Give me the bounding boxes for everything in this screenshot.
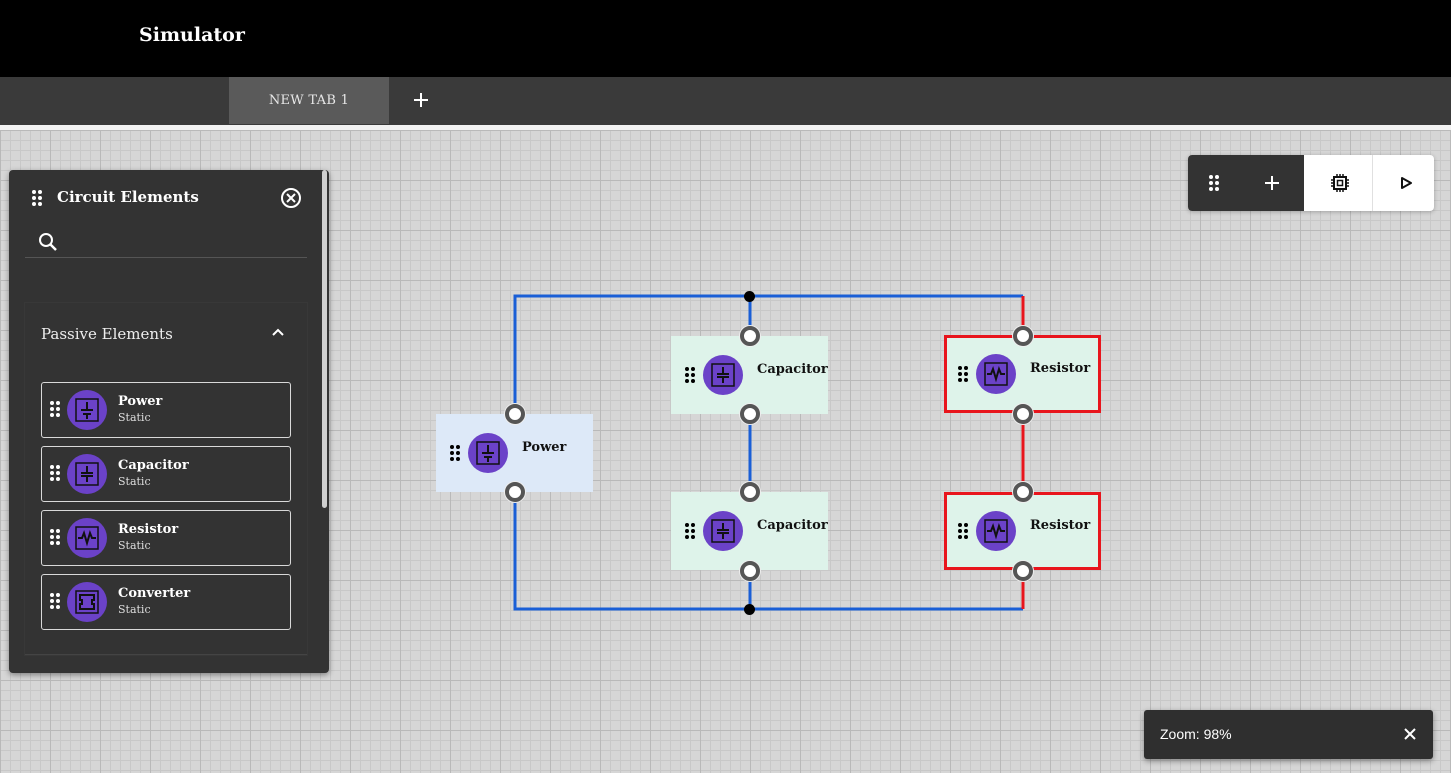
- tab-new-tab-1[interactable]: NEW TAB 1: [229, 77, 389, 124]
- passive-elements-section: Passive Elements Power Static: [25, 303, 307, 655]
- port[interactable]: [1013, 404, 1033, 424]
- circuit-node-capacitor[interactable]: Capacitor: [671, 492, 828, 570]
- play-icon: [1401, 177, 1412, 189]
- divider: [0, 125, 1451, 130]
- circuit-node-capacitor[interactable]: Capacitor: [671, 336, 828, 414]
- power-icon: [67, 390, 107, 430]
- chip-icon: [1331, 174, 1349, 192]
- section-title: Passive Elements: [41, 325, 173, 343]
- drag-handle-icon[interactable]: [685, 523, 695, 539]
- wire[interactable]: [748, 571, 1023, 611]
- search-box: [25, 228, 307, 258]
- port[interactable]: [740, 326, 760, 346]
- element-card-resistor[interactable]: Resistor Static: [41, 510, 291, 566]
- drag-handle-icon: [1209, 175, 1219, 191]
- drag-handle-icon[interactable]: [50, 465, 60, 481]
- drag-handle-icon[interactable]: [450, 445, 460, 461]
- element-name: Capacitor: [118, 458, 189, 473]
- node-label: Capacitor: [757, 518, 828, 533]
- element-subtitle: Static: [118, 603, 151, 616]
- tab-bar: NEW TAB 1: [0, 77, 1451, 125]
- add-element-button[interactable]: [1252, 155, 1292, 211]
- app-title: Simulator: [139, 24, 245, 46]
- junction-dot: [744, 604, 755, 615]
- port[interactable]: [1013, 561, 1033, 581]
- port[interactable]: [1013, 326, 1033, 346]
- node-label: Power: [522, 440, 567, 455]
- toolbar-dark-section: [1188, 155, 1304, 211]
- wire[interactable]: [513, 492, 750, 611]
- drag-handle-icon[interactable]: [50, 401, 60, 417]
- node-label: Resistor: [1030, 361, 1091, 376]
- circuit-node-resistor[interactable]: Resistor: [944, 492, 1101, 570]
- zoom-level: Zoom: 98%: [1160, 726, 1232, 742]
- resistor-icon: [67, 518, 107, 558]
- drag-handle-icon[interactable]: [50, 529, 60, 545]
- search-icon: [39, 233, 57, 251]
- converter-icon: [67, 582, 107, 622]
- capacitor-icon: [703, 511, 743, 551]
- chip-button[interactable]: [1320, 155, 1360, 211]
- wire[interactable]: [513, 294, 750, 415]
- element-subtitle: Static: [118, 475, 151, 488]
- element-subtitle: Static: [118, 539, 151, 552]
- element-card-power[interactable]: Power Static: [41, 382, 291, 438]
- plus-icon: [414, 93, 428, 107]
- circuit-node-power[interactable]: Power: [436, 414, 593, 492]
- run-simulation-button[interactable]: [1386, 155, 1426, 211]
- add-tab-button[interactable]: [408, 87, 434, 113]
- drag-handle-icon[interactable]: [50, 593, 60, 609]
- port[interactable]: [1013, 482, 1033, 502]
- toolbar-drag-handle[interactable]: [1200, 155, 1228, 211]
- node-label: Resistor: [1030, 518, 1091, 533]
- resistor-icon: [976, 354, 1016, 394]
- element-name: Converter: [118, 586, 191, 601]
- element-card-capacitor[interactable]: Capacitor Static: [41, 446, 291, 502]
- search-input[interactable]: [65, 230, 301, 254]
- element-subtitle: Static: [118, 411, 151, 424]
- divider: [1372, 155, 1373, 211]
- zoom-toast: Zoom: 98%: [1144, 710, 1433, 759]
- element-card-converter[interactable]: Converter Static: [41, 574, 291, 630]
- close-icon[interactable]: [1402, 726, 1418, 742]
- node-label: Capacitor: [757, 362, 828, 377]
- panel-title: Circuit Elements: [57, 188, 199, 206]
- junction-dot: [744, 291, 755, 302]
- power-icon: [468, 433, 508, 473]
- app-header: Simulator: [0, 0, 1451, 77]
- drag-handle-icon[interactable]: [685, 367, 695, 383]
- scrollbar[interactable]: [322, 170, 327, 508]
- plus-icon: [1265, 176, 1279, 190]
- resistor-icon: [976, 511, 1016, 551]
- element-name: Resistor: [118, 522, 179, 537]
- chevron-up-icon[interactable]: [271, 325, 285, 339]
- drag-handle-icon[interactable]: [958, 366, 968, 382]
- canvas-toolbar: [1188, 155, 1434, 211]
- drag-handle-icon[interactable]: [31, 189, 43, 207]
- circuit-canvas[interactable]: Power Capacitor Capacitor Resistor: [0, 130, 1451, 773]
- port[interactable]: [740, 404, 760, 424]
- capacitor-icon: [67, 454, 107, 494]
- drag-handle-icon[interactable]: [958, 523, 968, 539]
- circuit-elements-panel: Circuit Elements Passive Elements: [9, 170, 329, 673]
- circuit-node-resistor[interactable]: Resistor: [944, 335, 1101, 413]
- port[interactable]: [740, 482, 760, 502]
- close-icon[interactable]: [280, 187, 302, 209]
- port[interactable]: [505, 482, 525, 502]
- port[interactable]: [740, 561, 760, 581]
- port[interactable]: [505, 404, 525, 424]
- capacitor-icon: [703, 355, 743, 395]
- element-name: Power: [118, 394, 163, 409]
